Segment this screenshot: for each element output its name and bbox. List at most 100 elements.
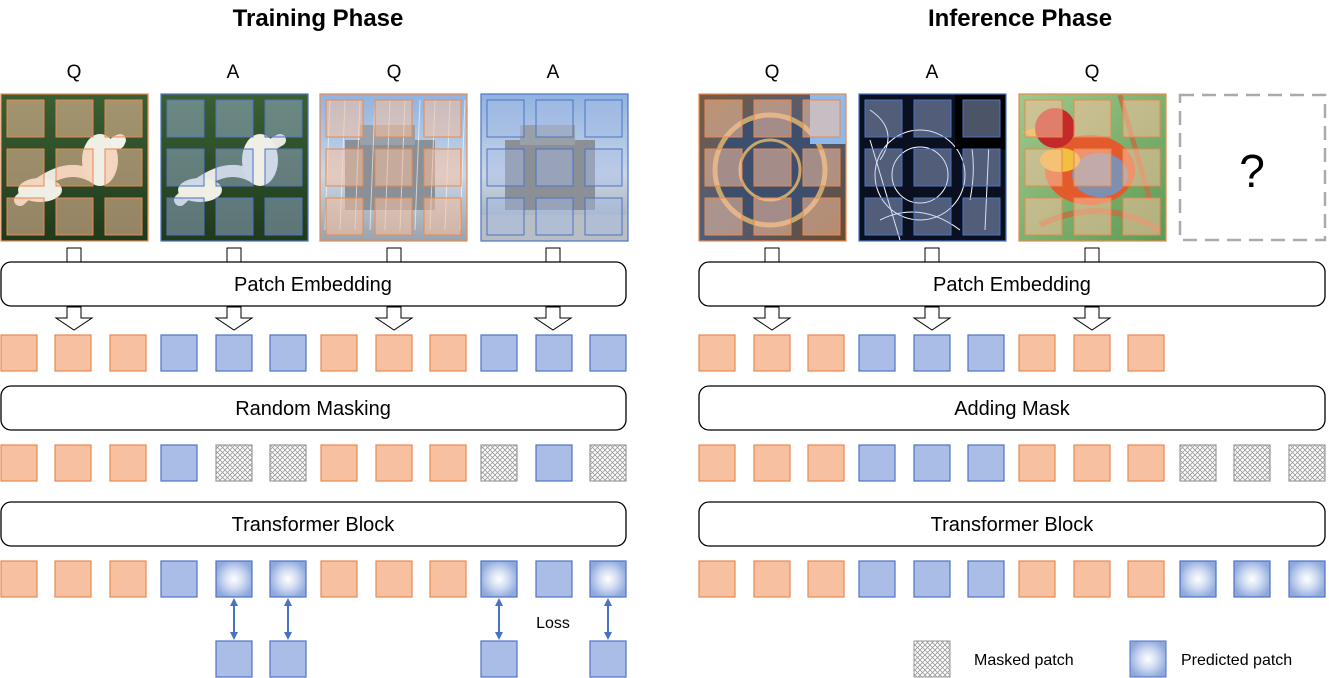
masked-token xyxy=(1233,444,1271,482)
predicted-token xyxy=(215,560,253,598)
answer-token xyxy=(535,334,573,372)
query-token xyxy=(0,444,38,482)
inference-token-row-masked xyxy=(698,444,1326,482)
ground-truth-answer-token xyxy=(589,640,627,678)
query-patch-overlay xyxy=(55,197,94,236)
query-patch-overlay xyxy=(704,148,743,187)
query-patch-overlay xyxy=(374,197,413,236)
query-token xyxy=(109,444,147,482)
query-token xyxy=(320,560,358,598)
query-patch-overlay xyxy=(753,99,792,138)
masked-token xyxy=(480,444,518,482)
placeholder-question-mark: ? xyxy=(1239,145,1265,197)
masked-token xyxy=(269,444,307,482)
training-image-label: A xyxy=(227,62,240,83)
inference-image-labels: Q A Q xyxy=(765,62,1100,83)
query-token xyxy=(807,560,845,598)
answer-patch-overlay xyxy=(535,148,574,187)
answer-patch-overlay xyxy=(166,99,205,138)
answer-patch-overlay xyxy=(535,197,574,236)
query-token xyxy=(320,334,358,372)
query-patch-overlay xyxy=(104,197,143,236)
inference-title: Inference Phase xyxy=(928,5,1112,32)
training-image-label: A xyxy=(547,62,560,83)
query-patch-overlay xyxy=(802,99,841,138)
training-transformer-box: Transformer Block xyxy=(0,501,627,547)
query-patch-overlay xyxy=(1122,197,1161,236)
answer-patch-overlay xyxy=(864,148,903,187)
query-token xyxy=(375,334,413,372)
query-patch-overlay xyxy=(423,99,462,138)
answer-patch-overlay xyxy=(584,148,623,187)
query-patch-overlay xyxy=(55,148,94,187)
answer-patch-overlay xyxy=(864,99,903,138)
legend-predicted-label: Predicted patch xyxy=(1181,652,1292,669)
query-token xyxy=(429,444,467,482)
training-image-answer-city xyxy=(480,93,629,242)
query-patch-overlay xyxy=(753,148,792,187)
inference-transformer-box: Transformer Block xyxy=(698,501,1326,547)
inference-image-label: Q xyxy=(1085,62,1100,83)
query-token xyxy=(1018,560,1056,598)
query-patch-overlay xyxy=(1122,99,1161,138)
inference-token-row-embedded xyxy=(698,334,1165,372)
predicted-token xyxy=(1179,560,1217,598)
query-patch-overlay xyxy=(802,148,841,187)
image-connector-stubs xyxy=(66,247,1100,263)
query-patch-overlay xyxy=(6,99,45,138)
image-frame xyxy=(319,93,468,242)
query-token xyxy=(1127,444,1165,482)
query-patch-overlay xyxy=(55,99,94,138)
answer-patch-overlay xyxy=(962,99,1001,138)
query-patch-overlay xyxy=(753,197,792,236)
answer-patch-overlay xyxy=(535,99,574,138)
query-token xyxy=(698,334,736,372)
inference-image-query-clock xyxy=(698,93,847,242)
query-patch-overlay xyxy=(423,197,462,236)
image-frame xyxy=(160,93,309,242)
training-title: Training Phase xyxy=(233,5,404,32)
training-token-row-masked xyxy=(0,444,627,482)
answer-patch-overlay xyxy=(264,197,303,236)
masked-token xyxy=(589,444,627,482)
training-masking-box: Random Masking xyxy=(0,385,627,431)
inference-masking-label: Adding Mask xyxy=(954,398,1071,420)
answer-token xyxy=(967,334,1005,372)
inference-image-query-bird xyxy=(1018,93,1167,242)
answer-patch-overlay xyxy=(215,99,254,138)
query-patch-overlay xyxy=(374,148,413,187)
answer-patch-overlay xyxy=(962,148,1001,187)
legend-predicted-swatch xyxy=(1129,640,1167,678)
training-image-query-birds xyxy=(0,93,149,242)
query-patch-overlay xyxy=(104,148,143,187)
query-patch-overlay xyxy=(1073,99,1112,138)
query-token xyxy=(109,334,147,372)
predicted-token xyxy=(1288,560,1326,598)
answer-patch-overlay xyxy=(913,197,952,236)
image-frame xyxy=(1018,93,1167,242)
query-patch-overlay xyxy=(704,99,743,138)
predicted-token xyxy=(269,560,307,598)
query-token xyxy=(807,444,845,482)
answer-patch-overlay xyxy=(584,197,623,236)
query-patch-overlay xyxy=(1073,197,1112,236)
answer-patch-overlay xyxy=(486,148,525,187)
query-token xyxy=(753,444,791,482)
image-frame xyxy=(480,93,629,242)
masked-token xyxy=(1288,444,1326,482)
query-patch-overlay xyxy=(6,148,45,187)
answer-patch-overlay xyxy=(264,148,303,187)
legend: Masked patch Predicted patch xyxy=(913,640,1292,678)
answer-patch-overlay xyxy=(215,197,254,236)
query-token xyxy=(54,444,92,482)
answer-token xyxy=(858,334,896,372)
answer-token xyxy=(535,560,573,598)
predicted-token xyxy=(589,560,627,598)
training-patch-embedding-box: Patch Embedding xyxy=(0,261,627,307)
inference-image-label: A xyxy=(926,62,939,83)
query-patch-overlay xyxy=(1024,99,1063,138)
inference-image-placeholder: ? xyxy=(1178,93,1327,242)
query-token xyxy=(1127,560,1165,598)
answer-token xyxy=(269,334,307,372)
